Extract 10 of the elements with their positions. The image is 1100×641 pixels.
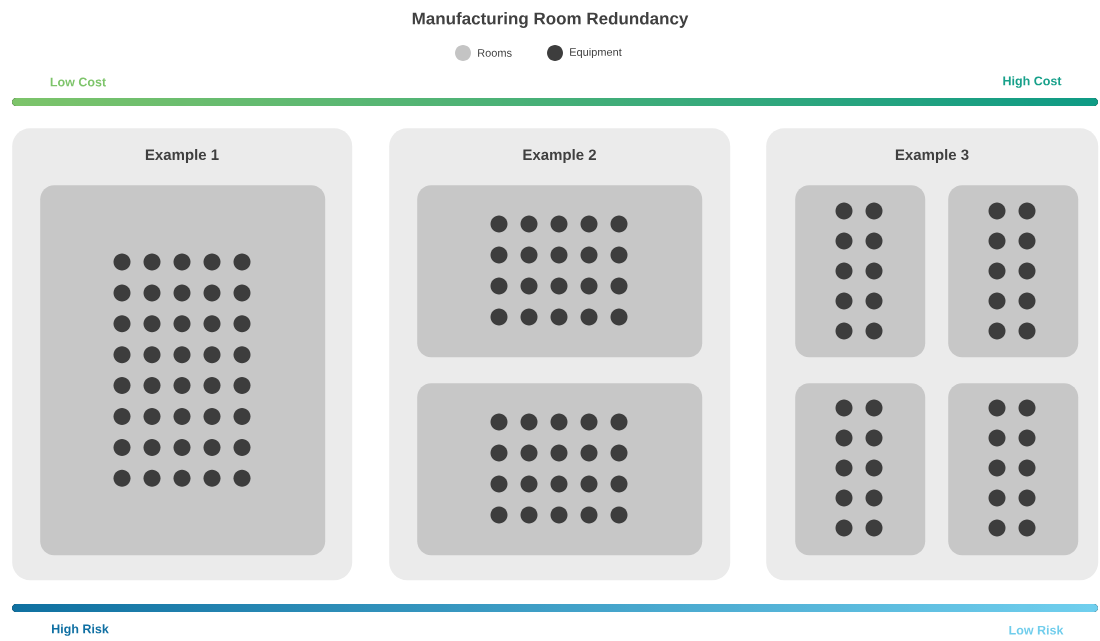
- legend-label: Equipment: [570, 47, 622, 59]
- room-box: [417, 383, 703, 556]
- legend-label: Rooms: [478, 49, 512, 57]
- scale-label: Low Risk: [1009, 625, 1064, 635]
- room-box: [40, 185, 326, 556]
- scale-label: High Cost: [1003, 76, 1062, 88]
- room-box: [417, 185, 703, 358]
- scale-label: Low Cost: [50, 77, 106, 87]
- scale-label: High Risk: [52, 624, 109, 636]
- title: Manufacturing Room Redundancy: [412, 12, 689, 28]
